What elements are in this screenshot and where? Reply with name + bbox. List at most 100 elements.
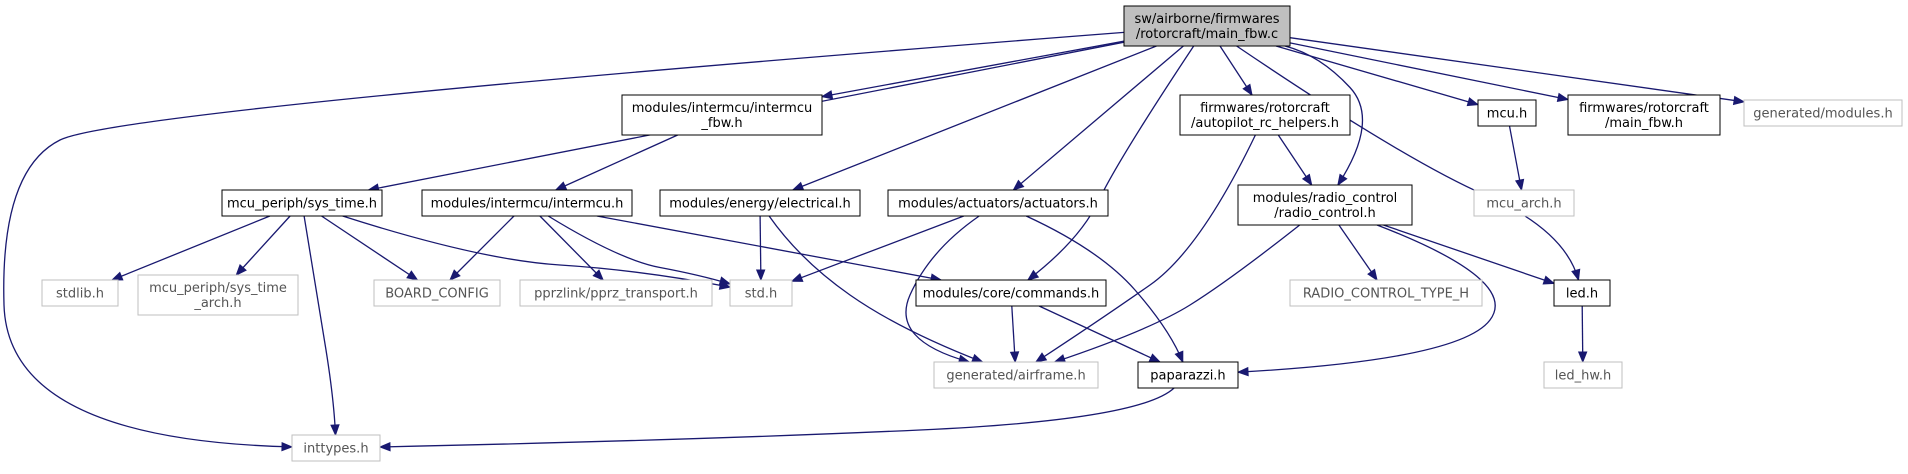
node-mcu-h[interactable]: mcu.h [1477, 99, 1537, 127]
node-label: modules/radio_control [1253, 191, 1398, 206]
node-box [915, 279, 1107, 307]
node-box [1237, 184, 1413, 226]
node-label: led_hw.h [1555, 369, 1611, 384]
node-label: modules/core/commands.h [923, 287, 1099, 302]
node-label: stdlib.h [56, 287, 104, 302]
node-box [887, 189, 1109, 217]
arrowhead-icon [1174, 350, 1184, 364]
edge-autopilot_rc_helpers_h-to-radio_control_h [1277, 134, 1313, 187]
edge-autopilot_rc_helpers_h-to-generated_airframe_h [1034, 134, 1256, 363]
node-box [729, 279, 793, 307]
node-box [933, 361, 1099, 389]
node-pprz-transport-h: pprzlink/pprz_transport.h [519, 279, 713, 307]
node-label: mcu_periph/sys_time [149, 281, 287, 296]
edge-sys_time_h-to-stdlib_h [110, 215, 271, 281]
node-box [373, 279, 501, 307]
edge-sys_time_h-to-std_h [342, 215, 732, 290]
arrowhead-icon [1034, 352, 1048, 363]
edge-intermcu_h-to-std_h [547, 215, 732, 286]
node-layer: sw/airborne/firmwares/rotorcraft/main_fb… [41, 5, 1903, 462]
node-label: /rotorcraft/main_fbw.c [1136, 27, 1278, 42]
node-sys-time-arch-h: mcu_periph/sys_time_arch.h [137, 274, 299, 316]
node-radio-control-type-h: RADIO_CONTROL_TYPE_H [1289, 279, 1483, 307]
edge-main_fbw_c-to-main_fbw_h [1289, 42, 1570, 103]
node-box [221, 189, 383, 217]
edge-led_h-to-led_hw_h [1577, 305, 1588, 364]
node-led-h[interactable]: led.h [1553, 279, 1611, 307]
node-autopilot-rc-helpers-h[interactable]: firmwares/rotorcraft/autopilot_rc_helper… [1179, 94, 1351, 136]
node-actuators-h[interactable]: modules/actuators/actuators.h [887, 189, 1109, 217]
node-label: _arch.h [193, 296, 241, 311]
arrowhead-icon [718, 276, 732, 286]
arrowhead-icon [1514, 178, 1525, 192]
node-label: std.h [745, 287, 778, 302]
node-box [1179, 94, 1351, 136]
node-box [1743, 99, 1903, 127]
node-label: generated/airframe.h [946, 369, 1085, 384]
arrowhead-icon [1556, 92, 1570, 103]
arrowhead-icon [1732, 95, 1746, 106]
node-label: led.h [1566, 287, 1598, 302]
node-paparazzi-h[interactable]: paparazzi.h [1137, 361, 1239, 389]
edge-intermcu_h-to-commands_h [596, 215, 943, 283]
edge-main_fbw_c-to-generated_modules_h [1289, 37, 1746, 106]
node-box [137, 274, 299, 316]
arrowhead-icon [1236, 366, 1249, 377]
arrowhead-icon [110, 271, 124, 281]
arrowhead-icon [592, 269, 605, 281]
edge-main_fbw_c-to-electrical_h [791, 45, 1157, 191]
edge-layer [3, 31, 1746, 452]
node-label: modules/actuators/actuators.h [898, 197, 1098, 212]
node-label: /autopilot_rc_helpers.h [1191, 116, 1339, 131]
node-label: _fbw.h [700, 116, 742, 131]
node-label: /radio_control.h [1274, 206, 1375, 221]
node-electrical-h[interactable]: modules/energy/electrical.h [659, 189, 861, 217]
node-mcu-arch-h: mcu_arch.h [1473, 189, 1575, 217]
node-label: firmwares/rotorcraft [1200, 101, 1330, 116]
arrowhead-icon [1148, 353, 1162, 363]
edge-actuators_h-to-std_h [790, 215, 965, 282]
node-label: firmwares/rotorcraft [1579, 101, 1709, 116]
node-main-fbw-c[interactable]: sw/airborne/firmwares/rotorcraft/main_fb… [1123, 5, 1291, 47]
edge-main_fbw_c-to-mcu_h [1275, 45, 1480, 107]
node-box [41, 279, 119, 307]
edge-commands_h-to-paparazzi_h [1038, 305, 1162, 363]
node-label: RADIO_CONTROL_TYPE_H [1303, 287, 1469, 302]
node-box [1477, 99, 1537, 127]
node-commands-h[interactable]: modules/core/commands.h [915, 279, 1107, 307]
edge-mcu_h-to-mcu_arch_h [1508, 125, 1525, 192]
node-box [519, 279, 713, 307]
node-box [291, 434, 381, 462]
edge-intermcu_fbw_h-to-intermcu_h [554, 134, 678, 191]
edge-radio_control_h-to-radio_control_type_h [1338, 224, 1378, 282]
node-main-fbw-h[interactable]: firmwares/rotorcraft/main_fbw.h [1567, 94, 1721, 136]
arrowhead-icon [1466, 97, 1480, 107]
arrowhead-icon [1367, 268, 1378, 282]
edge-sys_time_h-to-sys_time_arch_h [235, 215, 291, 276]
edge-main_fbw_c-to-intermcu_fbw_h [820, 40, 1125, 100]
arrowhead-icon [1026, 269, 1040, 281]
node-sys-time-h[interactable]: mcu_periph/sys_time.h [221, 189, 383, 217]
node-label: paparazzi.h [1150, 369, 1225, 384]
edge-intermcu_h-to-pprz_transport_h [539, 215, 605, 281]
arrowhead-icon [1337, 173, 1348, 187]
edge-electrical_h-to-std_h [755, 215, 766, 282]
node-label: inttypes.h [303, 442, 368, 457]
arrowhead-icon [449, 269, 461, 281]
node-label: BOARD_CONFIG [385, 287, 489, 302]
node-box [421, 189, 633, 217]
arrowhead-icon [378, 442, 391, 452]
arrowhead-icon [1542, 275, 1556, 285]
node-box [1543, 361, 1623, 389]
arrowhead-icon [235, 264, 247, 276]
node-label: mcu_arch.h [1486, 197, 1561, 212]
node-label: pprzlink/pprz_transport.h [534, 287, 698, 302]
arrowhead-icon [1242, 83, 1253, 97]
node-label: generated/modules.h [1753, 107, 1892, 122]
node-intermcu-fbw-h[interactable]: modules/intermcu/intermcu_fbw.h [621, 94, 823, 136]
arrowhead-icon [970, 353, 984, 363]
node-radio-control-h[interactable]: modules/radio_control/radio_control.h [1237, 184, 1413, 226]
node-intermcu-h[interactable]: modules/intermcu/intermcu.h [421, 189, 633, 217]
arrowhead-icon [330, 424, 340, 437]
arrowhead-icon [1053, 354, 1067, 364]
